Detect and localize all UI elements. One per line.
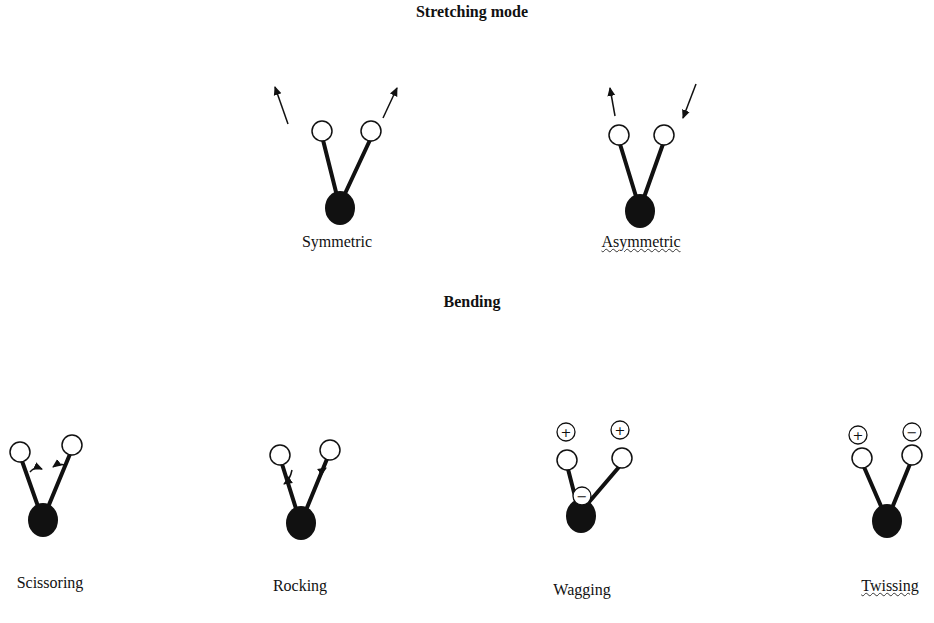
hydrogen-atoms xyxy=(10,121,922,470)
motion-arrows xyxy=(30,84,696,484)
sign-circles xyxy=(557,421,921,505)
phase-sign: + xyxy=(615,424,626,437)
phase-sign: + xyxy=(561,426,572,439)
section-heading: Stretching mode xyxy=(416,3,528,21)
phase-sign: − xyxy=(907,426,918,439)
mode-label: Twissing xyxy=(861,577,919,595)
bonds xyxy=(22,140,910,515)
phase-sign: − xyxy=(577,490,588,503)
mode-label: Asymmetric xyxy=(601,233,680,251)
mode-label: Scissoring xyxy=(17,574,84,592)
central-atoms xyxy=(28,191,902,540)
mode-label: Rocking xyxy=(273,577,327,595)
mode-label: Wagging xyxy=(553,581,610,599)
mode-label: Symmetric xyxy=(302,233,372,251)
section-heading: Bending xyxy=(444,293,501,311)
phase-sign: + xyxy=(853,429,864,442)
